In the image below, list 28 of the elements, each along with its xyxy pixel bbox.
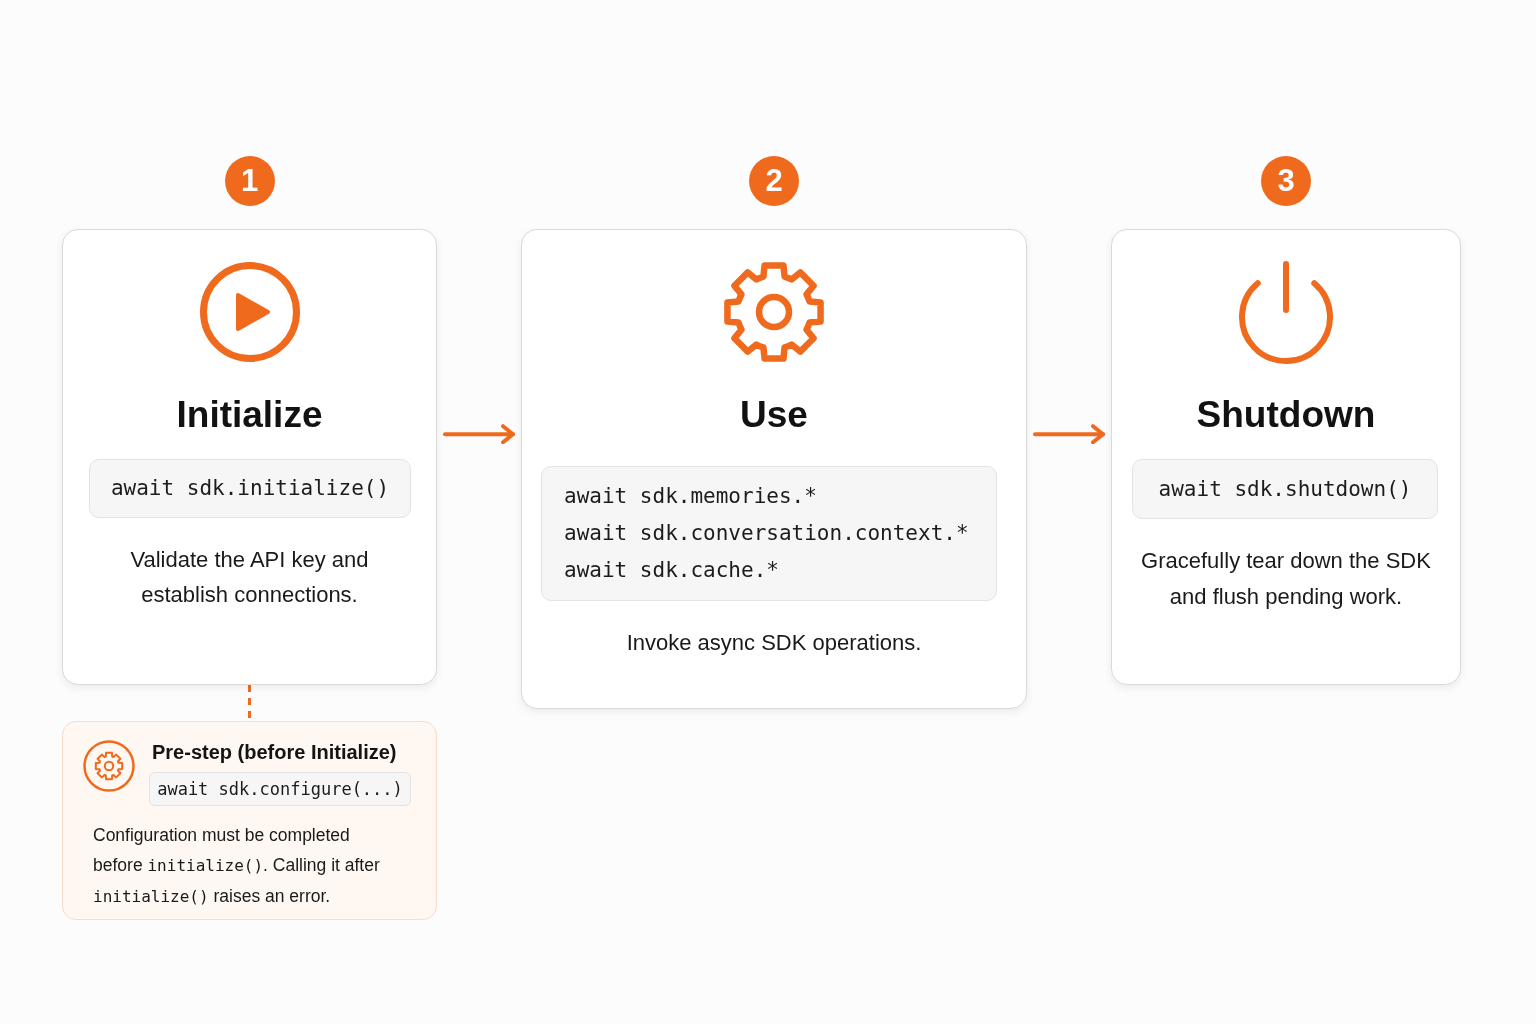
arrow	[1033, 424, 1105, 445]
code-line: await sdk.memories.*	[564, 483, 817, 510]
step-description: Validate the API key and establish connections.	[129, 546, 370, 609]
code-line: await sdk.conversation.context.*	[564, 520, 969, 547]
note-text: Configuration must be completed before initialize(). Calling it after initialize() raises an error.	[93, 824, 381, 908]
code-line: await sdk.cache.*	[564, 557, 779, 584]
code-block	[541, 466, 997, 601]
step-number: 3	[1261, 156, 1311, 206]
step-card	[62, 229, 437, 685]
code-line: await sdk.initialize()	[110, 475, 390, 502]
step-number: 2	[749, 156, 799, 206]
code-block	[1132, 459, 1438, 519]
step-title: Initialize	[176, 393, 323, 437]
code-line: await sdk.configure(...)	[157, 778, 403, 801]
note-title: Pre-step (before Initialize)	[152, 740, 397, 765]
code-block	[89, 459, 411, 518]
step-number: 1	[224, 156, 275, 206]
note-card	[62, 721, 437, 920]
dashed-connector	[248, 685, 251, 721]
code-line: await sdk.shutdown()	[1158, 475, 1412, 503]
code-block	[149, 772, 411, 806]
step-card	[1111, 229, 1461, 685]
step-title: Use	[740, 393, 808, 437]
arrow	[443, 424, 515, 445]
step-description: Gracefully tear down the SDK and flush pending work.	[1140, 547, 1432, 611]
step-card	[521, 229, 1027, 709]
step-title: Shutdown	[1196, 393, 1376, 437]
step-description: Invoke async SDK operations.	[626, 629, 922, 657]
